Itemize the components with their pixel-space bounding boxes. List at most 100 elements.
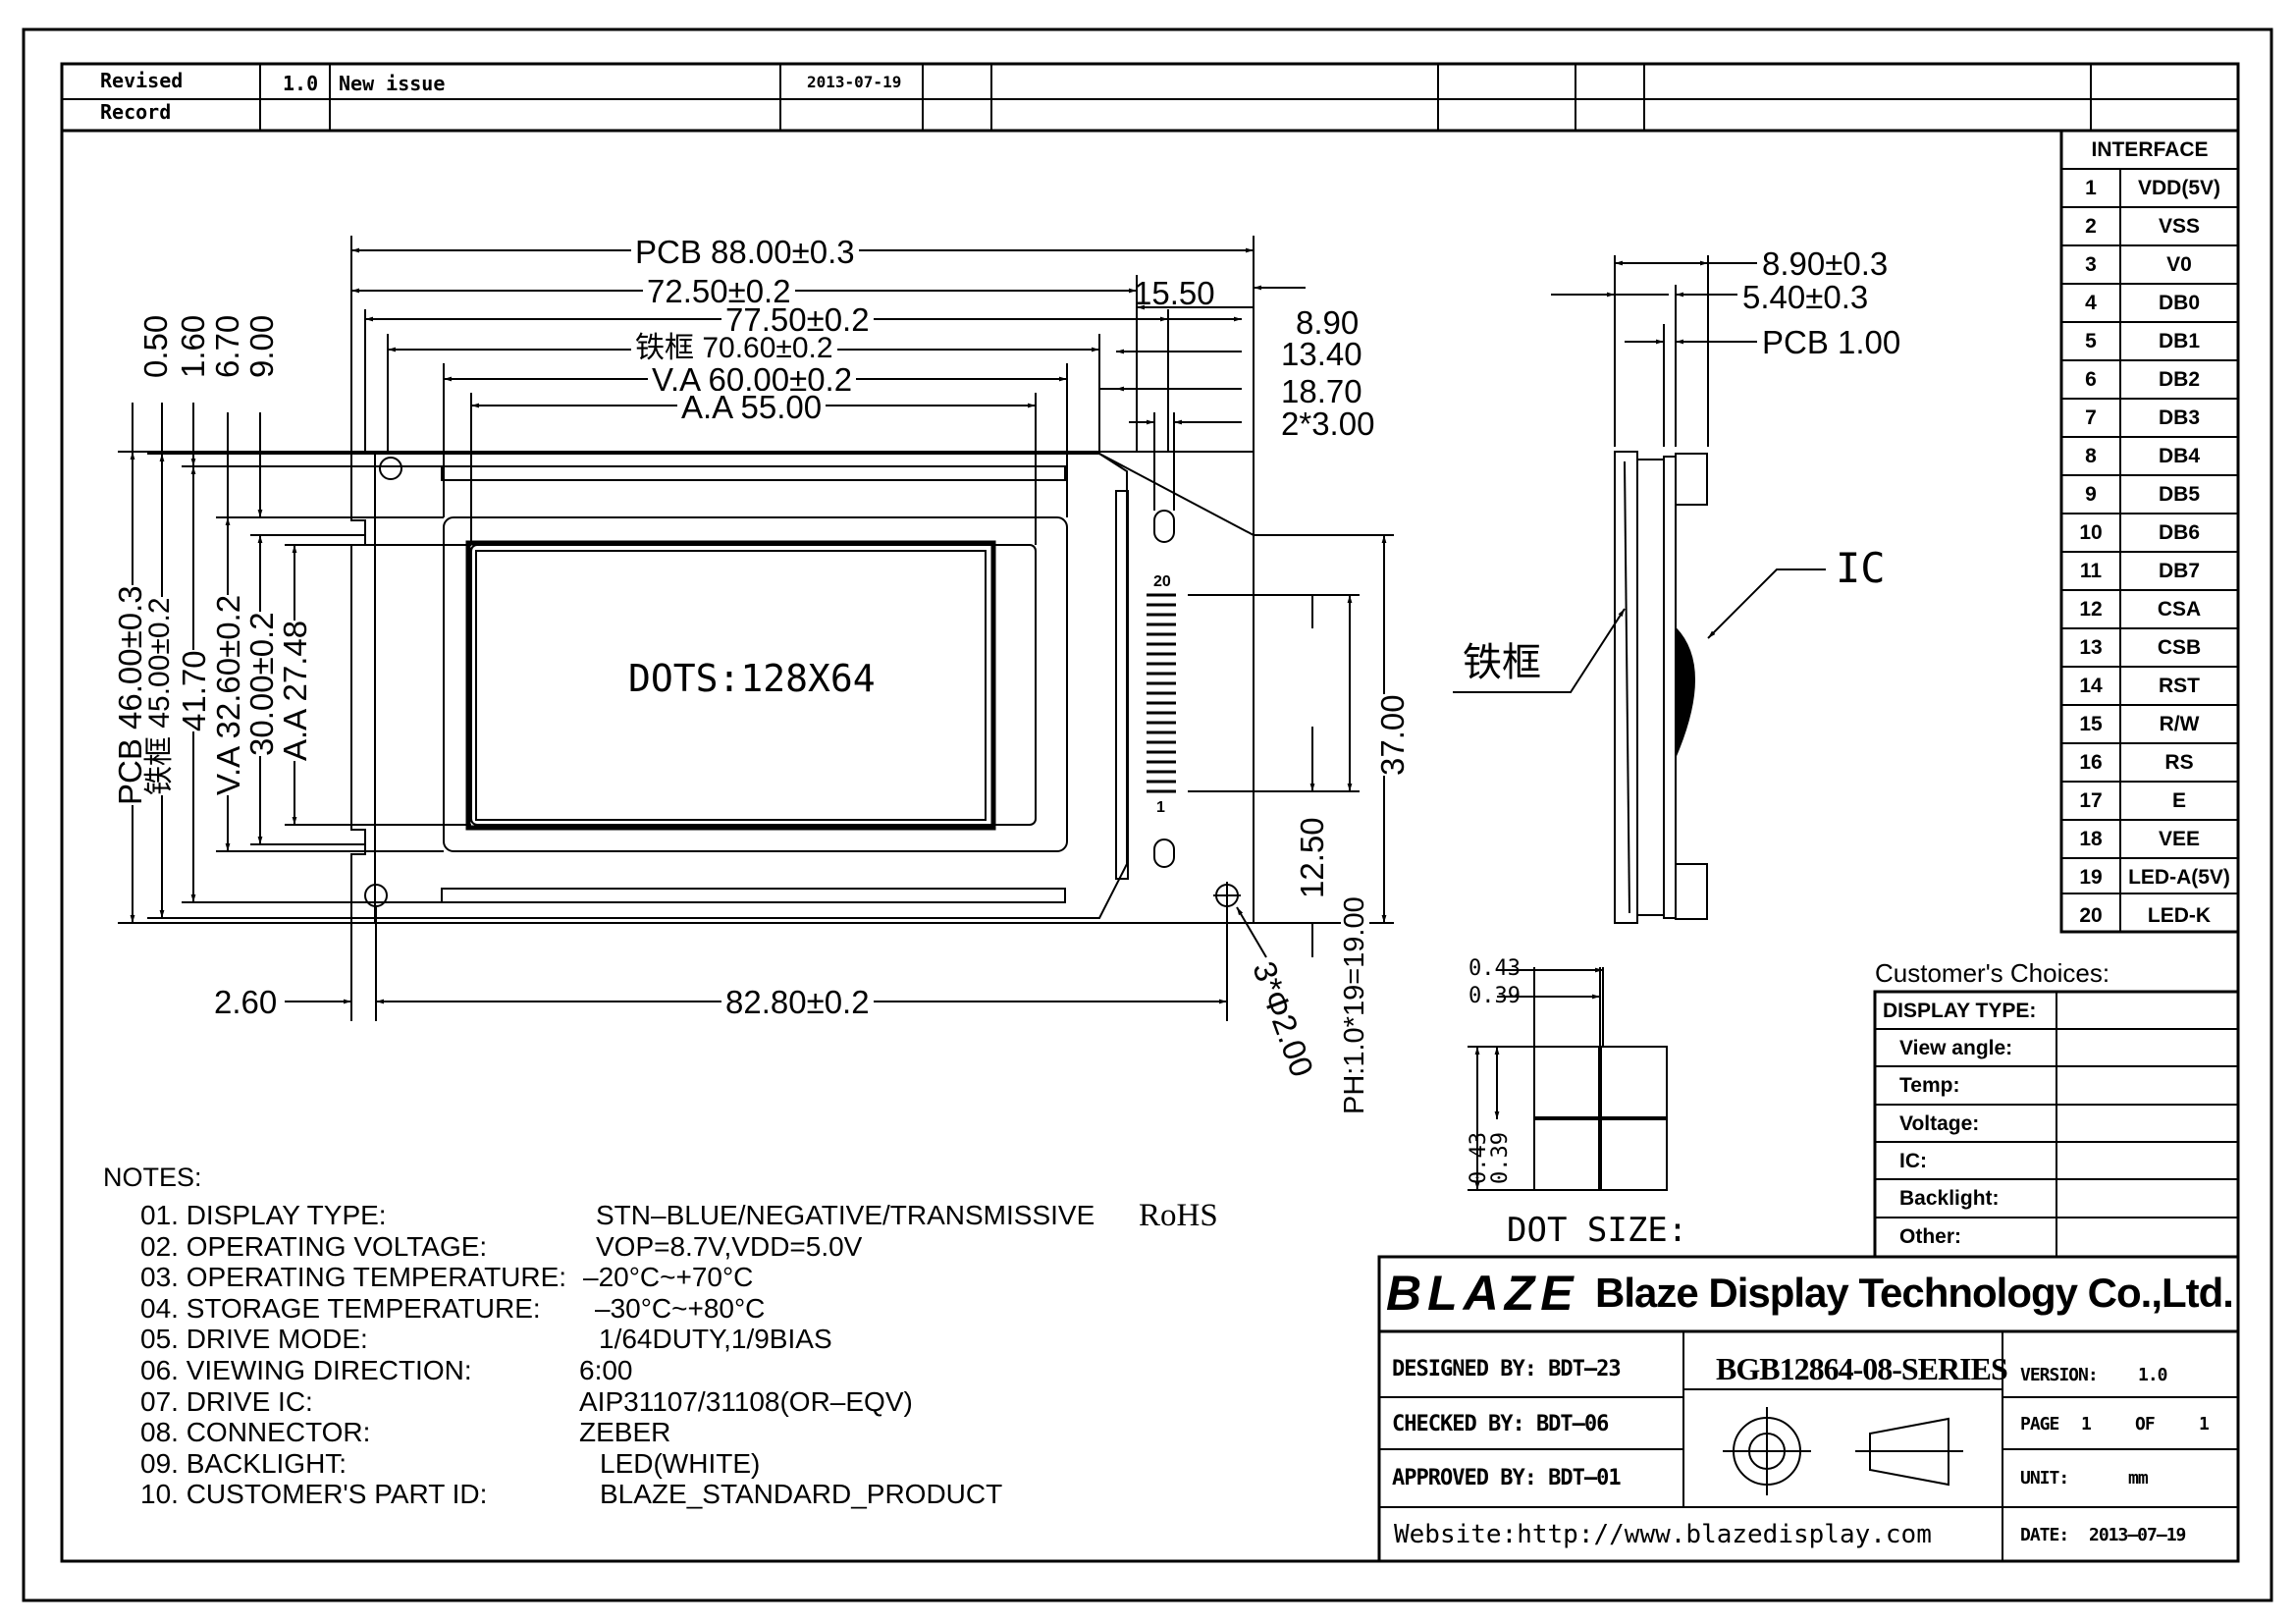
- customer-choice-label: Other:: [1899, 1225, 1961, 1248]
- note-label: 06. VIEWING DIRECTION:: [140, 1355, 472, 1385]
- unit-value: mm: [2128, 1468, 2149, 1489]
- rohs-mark: RoHS: [1139, 1198, 1218, 1233]
- pin-number: 15: [2079, 712, 2103, 735]
- pin-signal: DB5: [2158, 482, 2200, 506]
- pin-number: 18: [2079, 827, 2103, 850]
- side-ic-label: IC: [1836, 544, 1886, 592]
- dot-dim-left-043: 0.43: [1467, 1132, 1491, 1184]
- dim-side-8-90: 8.90±0.3: [1762, 245, 1889, 282]
- dim-frame-height: 铁框 45.00±0.2: [143, 597, 176, 795]
- pin-number: 13: [2079, 635, 2103, 659]
- note-label: 01. DISPLAY TYPE:: [140, 1200, 387, 1230]
- note-value: 6:00: [579, 1355, 633, 1385]
- dot-size-label: DOT SIZE:: [1507, 1211, 1688, 1250]
- checked-by: CHECKED BY: BDT–06: [1392, 1412, 1609, 1436]
- note-label: 05. DRIVE MODE:: [140, 1324, 368, 1355]
- dim-pcb-width: PCB 88.00±0.3: [631, 236, 859, 268]
- page-label: PAGE: [2020, 1414, 2059, 1435]
- dim-82-80: 82.80±0.2: [721, 986, 874, 1018]
- version-value: 1.0: [2138, 1365, 2167, 1385]
- note-label: 10. CUSTOMER'S PART ID:: [140, 1479, 488, 1510]
- pin-signal: DB1: [2158, 329, 2200, 352]
- dot-dim-left-039: 0.39: [1488, 1132, 1513, 1184]
- dim-41-70: 41.70: [176, 650, 212, 731]
- note-label: 02. OPERATING VOLTAGE:: [140, 1230, 488, 1262]
- pin-number: 2: [2085, 214, 2097, 238]
- note-label: 07. DRIVE IC:: [140, 1385, 313, 1417]
- pin-number: 6: [2085, 367, 2097, 391]
- note-label: 09. BACKLIGHT:: [140, 1447, 347, 1479]
- note-value: LED(WHITE): [600, 1447, 761, 1479]
- customer-choices-title: Customer's Choices:: [1875, 958, 2110, 988]
- page-value: 1: [2081, 1414, 2092, 1435]
- note-label: 08. CONNECTOR:: [140, 1417, 371, 1448]
- pin-number: 5: [2085, 329, 2097, 352]
- pin-signal: V0: [2166, 252, 2192, 276]
- revision-description: New issue: [339, 72, 446, 95]
- dim-side-pcb-thickness: PCB 1.00: [1762, 324, 1901, 360]
- date-label: DATE:: [2020, 1525, 2069, 1545]
- dim-aa-height: A.A 27.48: [277, 620, 313, 761]
- note-value: VOP=8.7V,VDD=5.0V: [596, 1230, 863, 1262]
- dot-dim-top-039: 0.39: [1468, 984, 1521, 1008]
- blaze-logo: BLAZE: [1386, 1266, 1579, 1321]
- pin-number: 8: [2085, 444, 2097, 467]
- customer-choice-label: Temp:: [1899, 1074, 1960, 1097]
- customer-choice-label: Voltage:: [1899, 1112, 1980, 1135]
- pin-number: 1: [2085, 176, 2097, 199]
- pin-number: 19: [2079, 865, 2103, 889]
- unit-label: UNIT:: [2020, 1468, 2069, 1489]
- note-value: –30°C~+80°C: [595, 1292, 766, 1324]
- pin-signal: LED-K: [2147, 903, 2212, 927]
- pin-number: 12: [2079, 597, 2103, 621]
- pin-number: 3: [2085, 252, 2097, 276]
- pin-number: 11: [2079, 559, 2103, 582]
- pin-number: 17: [2079, 788, 2103, 812]
- pin-signal: VEE: [2158, 827, 2201, 850]
- dim-2-60: 2.60: [214, 984, 278, 1020]
- version-label: VERSION:: [2020, 1365, 2099, 1385]
- dim-aa-width: A.A 55.00: [677, 391, 827, 423]
- dim-15-50: 15.50: [1134, 275, 1215, 311]
- dot-dim-top-043: 0.43: [1468, 956, 1521, 981]
- pin-number: 14: [2079, 674, 2103, 697]
- pin-signal: DB3: [2158, 406, 2200, 429]
- customer-choice-label: IC:: [1899, 1150, 1927, 1172]
- designed-by: DESIGNED BY: BDT–23: [1392, 1357, 1622, 1381]
- dim-9-00: 9.00: [243, 314, 280, 378]
- dim-pitch: PH:1.0*19=19.00: [1339, 896, 1370, 1114]
- pin-signal: DB0: [2158, 291, 2200, 314]
- dim-2x3-00: 2*3.00: [1281, 406, 1375, 442]
- pin-signal: VSS: [2158, 214, 2201, 238]
- pin-number: 16: [2079, 750, 2103, 774]
- of-label: OF: [2135, 1414, 2156, 1435]
- dim-frame-width: 铁框 70.60±0.2: [631, 334, 837, 363]
- dim-77-50: 77.50±0.2: [721, 303, 874, 336]
- dim-13-40: 13.40: [1281, 336, 1362, 372]
- pin-signal: R/W: [2159, 712, 2200, 735]
- date-value: 2013–07–19: [2089, 1525, 2186, 1545]
- dim-37-00: 37.00: [1374, 694, 1411, 776]
- dim-6-70: 6.70: [209, 314, 245, 378]
- dim-72-50: 72.50±0.2: [643, 275, 795, 307]
- interface-title: INTERFACE: [2091, 138, 2209, 161]
- side-frame-label: 铁框: [1463, 641, 1541, 684]
- pin-signal: E: [2171, 788, 2186, 812]
- dim-18-70: 18.70: [1281, 373, 1362, 409]
- dim-30-00: 30.00±0.2: [243, 612, 280, 756]
- dim-side-5-40: 5.40±0.3: [1742, 279, 1869, 315]
- website[interactable]: Website:http://www.blazedisplay.com: [1394, 1520, 1932, 1549]
- dim-pcb-height: PCB 46.00±0.3: [112, 585, 148, 805]
- pin-signal: CSB: [2157, 635, 2202, 659]
- note-label: 03. OPERATING TEMPERATURE:: [140, 1262, 567, 1293]
- pin-signal: RST: [2159, 674, 2200, 697]
- customer-choice-label: Backlight:: [1899, 1187, 2000, 1210]
- pin-number: 4: [2085, 291, 2097, 314]
- screen-dots-label: DOTS:128X64: [628, 657, 876, 700]
- pin-label-1: 1: [1156, 799, 1165, 816]
- note-value: BLAZE_STANDARD_PRODUCT: [600, 1479, 1003, 1510]
- dim-va-width: V.A 60.00±0.2: [648, 363, 857, 396]
- dim-8-90: 8.90: [1296, 304, 1360, 341]
- of-value: 1: [2199, 1414, 2210, 1435]
